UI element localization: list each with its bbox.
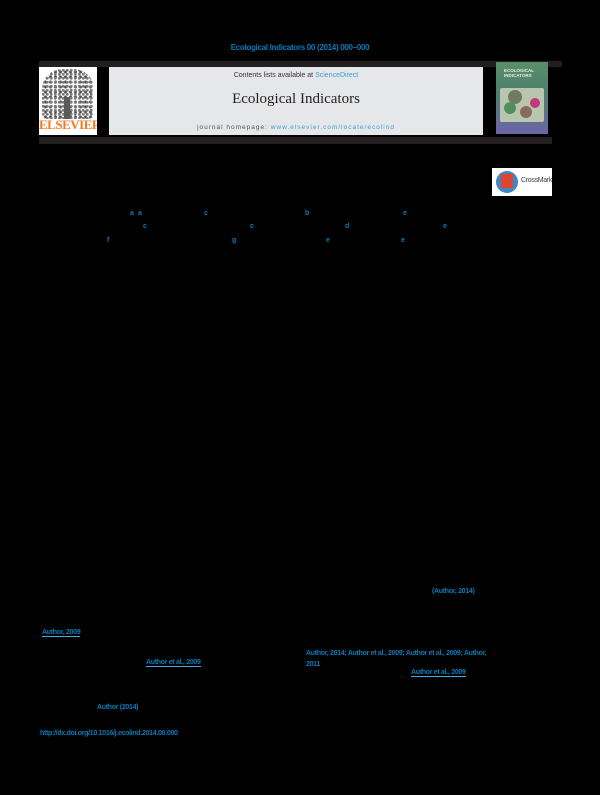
cover-sphere-icon	[504, 102, 516, 114]
reference-link[interactable]: Author et al., 2009	[411, 669, 466, 677]
affiliation-link[interactable]: c	[250, 223, 254, 230]
reference-link[interactable]: http://dx.doi.org/10.1016/j.ecolind.2014…	[40, 730, 178, 737]
homepage-link[interactable]: www.elsevier.com/locate/ecolind	[270, 124, 395, 131]
affiliation-link[interactable]: d	[345, 223, 350, 230]
affiliation-link[interactable]: a	[130, 210, 134, 217]
reference-link[interactable]: Author et al., 2009	[146, 659, 201, 667]
affiliation-link[interactable]: e	[443, 223, 447, 230]
header-bottom-rule	[39, 137, 552, 144]
elsevier-logo[interactable]: ELSEVIER	[39, 67, 97, 135]
affiliation-link[interactable]: e	[401, 237, 405, 244]
cover-sphere-icon	[520, 106, 532, 118]
affiliation-link[interactable]: e	[403, 210, 407, 217]
homepage-prefix: journal homepage:	[197, 124, 271, 131]
crossmark-bookmark-icon	[501, 174, 513, 188]
reference-link[interactable]: (Author, 2014)	[432, 588, 475, 595]
crossmark-label: CrossMark	[521, 177, 553, 184]
homepage-line: journal homepage: www.elsevier.com/locat…	[109, 124, 483, 131]
affiliation-link[interactable]: e	[326, 237, 330, 244]
reference-link[interactable]: Author, 2009	[42, 629, 81, 637]
cover-badge-icon	[530, 98, 540, 108]
sciencedirect-link[interactable]: ScienceDirect	[315, 72, 359, 79]
journal-citation[interactable]: Ecological Indicators 00 (2014) 000–000	[230, 43, 370, 52]
reference-link[interactable]: 2011	[306, 661, 320, 668]
reference-link[interactable]: Author, 2014; Author et al., 2009; Autho…	[306, 650, 487, 657]
affiliation-link[interactable]: c	[143, 223, 147, 230]
cover-title: ECOLOGICAL INDICATORS	[504, 68, 534, 78]
affiliation-link[interactable]: a	[138, 210, 142, 217]
reference-link[interactable]: Author (2014)	[97, 704, 139, 711]
tree-trunk-icon	[64, 97, 70, 119]
journal-cover-image[interactable]: ECOLOGICAL INDICATORS	[496, 62, 548, 134]
journal-masthead: Contents lists available at ScienceDirec…	[109, 67, 483, 135]
publisher-logo-text: ELSEVIER	[39, 117, 97, 132]
affiliation-link[interactable]: c	[204, 210, 208, 217]
contents-prefix: Contents lists available at	[233, 72, 316, 79]
journal-title: Ecological Indicators	[232, 91, 360, 107]
affiliation-link[interactable]: f	[107, 237, 110, 244]
cover-sphere-icon	[508, 90, 522, 104]
contents-line: Contents lists available at ScienceDirec…	[109, 72, 483, 79]
crossmark-button[interactable]: CrossMark	[492, 168, 552, 196]
affiliation-link[interactable]: g	[232, 237, 237, 244]
header-top-rule	[39, 61, 562, 67]
affiliation-link[interactable]: b	[305, 210, 310, 217]
